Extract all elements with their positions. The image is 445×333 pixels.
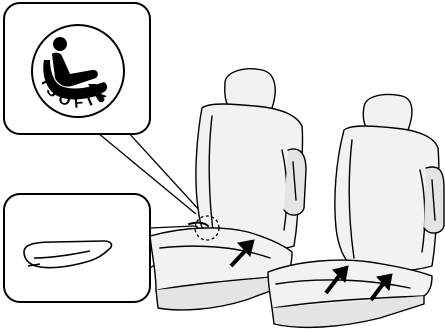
anchor-closeup-callout: [4, 194, 150, 302]
isofix-emblem-callout: ISOFIX: [4, 3, 150, 134]
isofix-emblem-icon: ISOFIX: [32, 25, 124, 117]
right-seat-back: [335, 126, 439, 271]
